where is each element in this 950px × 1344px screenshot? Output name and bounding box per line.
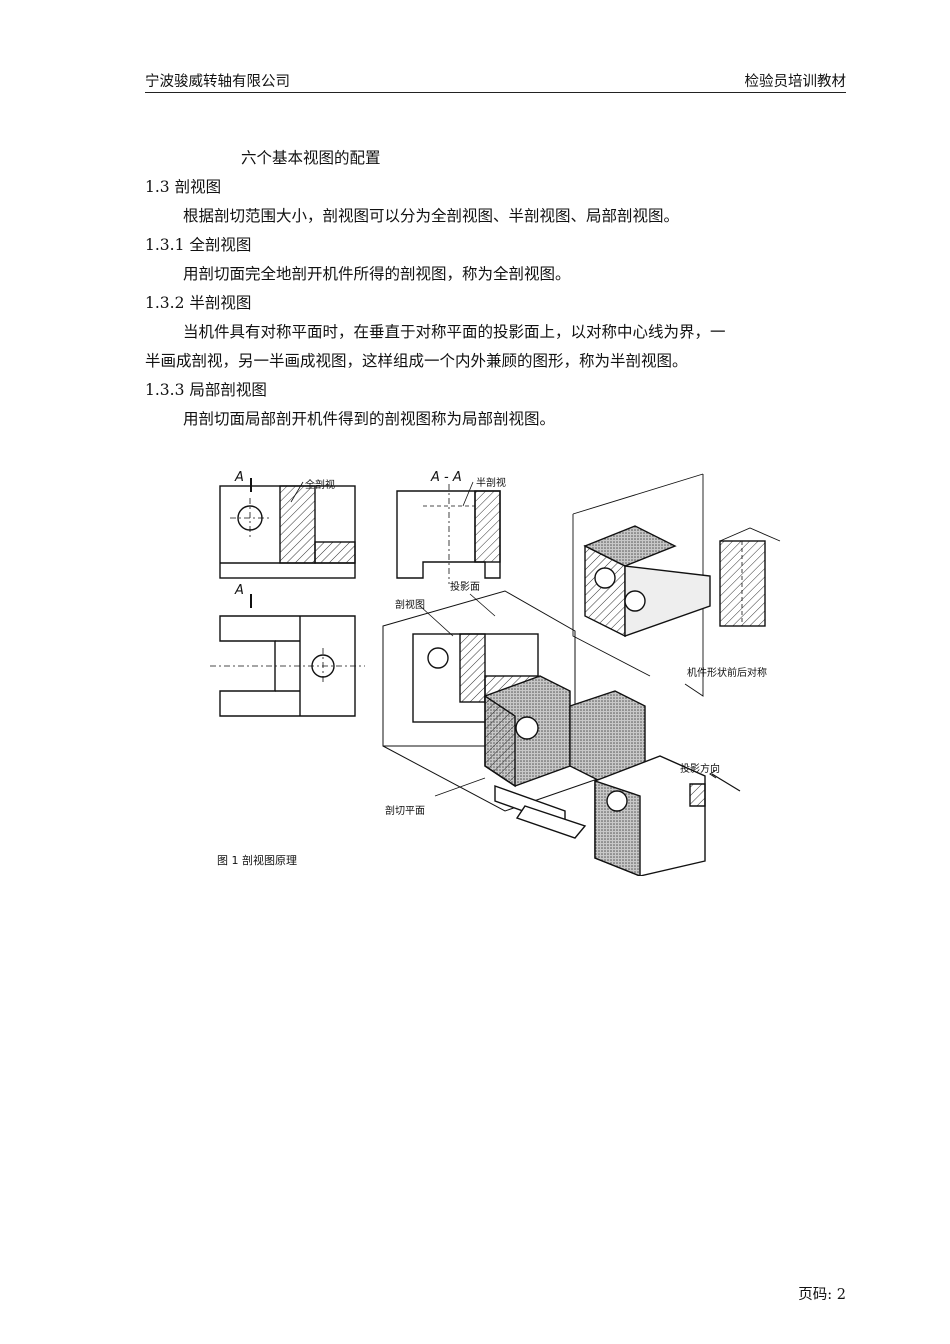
page-body: 六个基本视图的配置 1.3 剖视图 根据剖切范围大小，剖视图可以分为全剖视图、半… (145, 144, 850, 434)
label-a-bottom: A (234, 583, 244, 598)
figure-subtitle: 六个基本视图的配置 (241, 149, 381, 167)
label-cutting-plane: 剖切平面 (385, 804, 425, 817)
label-symmetry: 机件形状前后对称 (687, 666, 767, 679)
document-title: 检验员培训教材 (744, 74, 847, 90)
label-a-top: A (234, 470, 244, 485)
figure-caption: 图 1 剖视图原理 (217, 853, 297, 867)
label-section-view: 剖视图 (395, 598, 425, 611)
full-section-view (219, 485, 356, 579)
section-1-3-title: 1.3 剖视图 (145, 178, 222, 196)
label-projection-direction: 投影方向 (680, 762, 720, 775)
section-1-3-3-text: 用剖切面局部剖开机件得到的剖视图称为局部剖视图。 (183, 410, 556, 428)
section-1-3-1-text: 用剖切面完全地剖开机件所得的剖视图，称为全剖视图。 (183, 265, 571, 283)
section-1-3-2-text-line2: 半画成剖视，另一半画成视图，这样组成一个内外兼顾的图形，称为半剖视图。 (145, 352, 688, 370)
page-label: 页码: (798, 1287, 833, 1303)
section-1-3-1-title: 1.3.1 全剖视图 (145, 236, 252, 254)
page-number: 2 (836, 1287, 846, 1303)
section-view-figure: A 全剖视 A - A 半剖视 A 剖视图 投影面 机件形状前后对称 投影方向 … (205, 466, 795, 876)
half-section-isometric (572, 473, 781, 697)
company-name: 宁波骏威转轴有限公司 (145, 74, 290, 90)
top-view (210, 615, 365, 717)
section-1-3-2-title: 1.3.2 半剖视图 (145, 294, 252, 312)
label-a-a: A - A (430, 470, 462, 485)
half-section-view (396, 484, 501, 584)
section-1-3-text: 根据剖切范围大小，剖视图可以分为全剖视图、半剖视图、局部剖视图。 (183, 207, 680, 225)
section-1-3-2-text-line1: 当机件具有对称平面时，在垂直于对称平面的投影面上，以对称中心线为界，一 (183, 323, 726, 341)
page-header: 宁波骏威转轴有限公司 检验员培训教材 (145, 70, 846, 93)
section-view-drawing: A 全剖视 A - A 半剖视 A 剖视图 投影面 机件形状前后对称 投影方向 … (210, 470, 781, 876)
label-full-section: 全剖视 (305, 478, 335, 491)
label-projection-plane: 投影面 (450, 580, 480, 593)
projection-scene (382, 590, 706, 876)
label-half-section: 半剖视 (476, 476, 506, 489)
section-1-3-3-title: 1.3.3 局部剖视图 (145, 381, 267, 399)
page-footer: 页码: 2 (798, 1283, 846, 1304)
